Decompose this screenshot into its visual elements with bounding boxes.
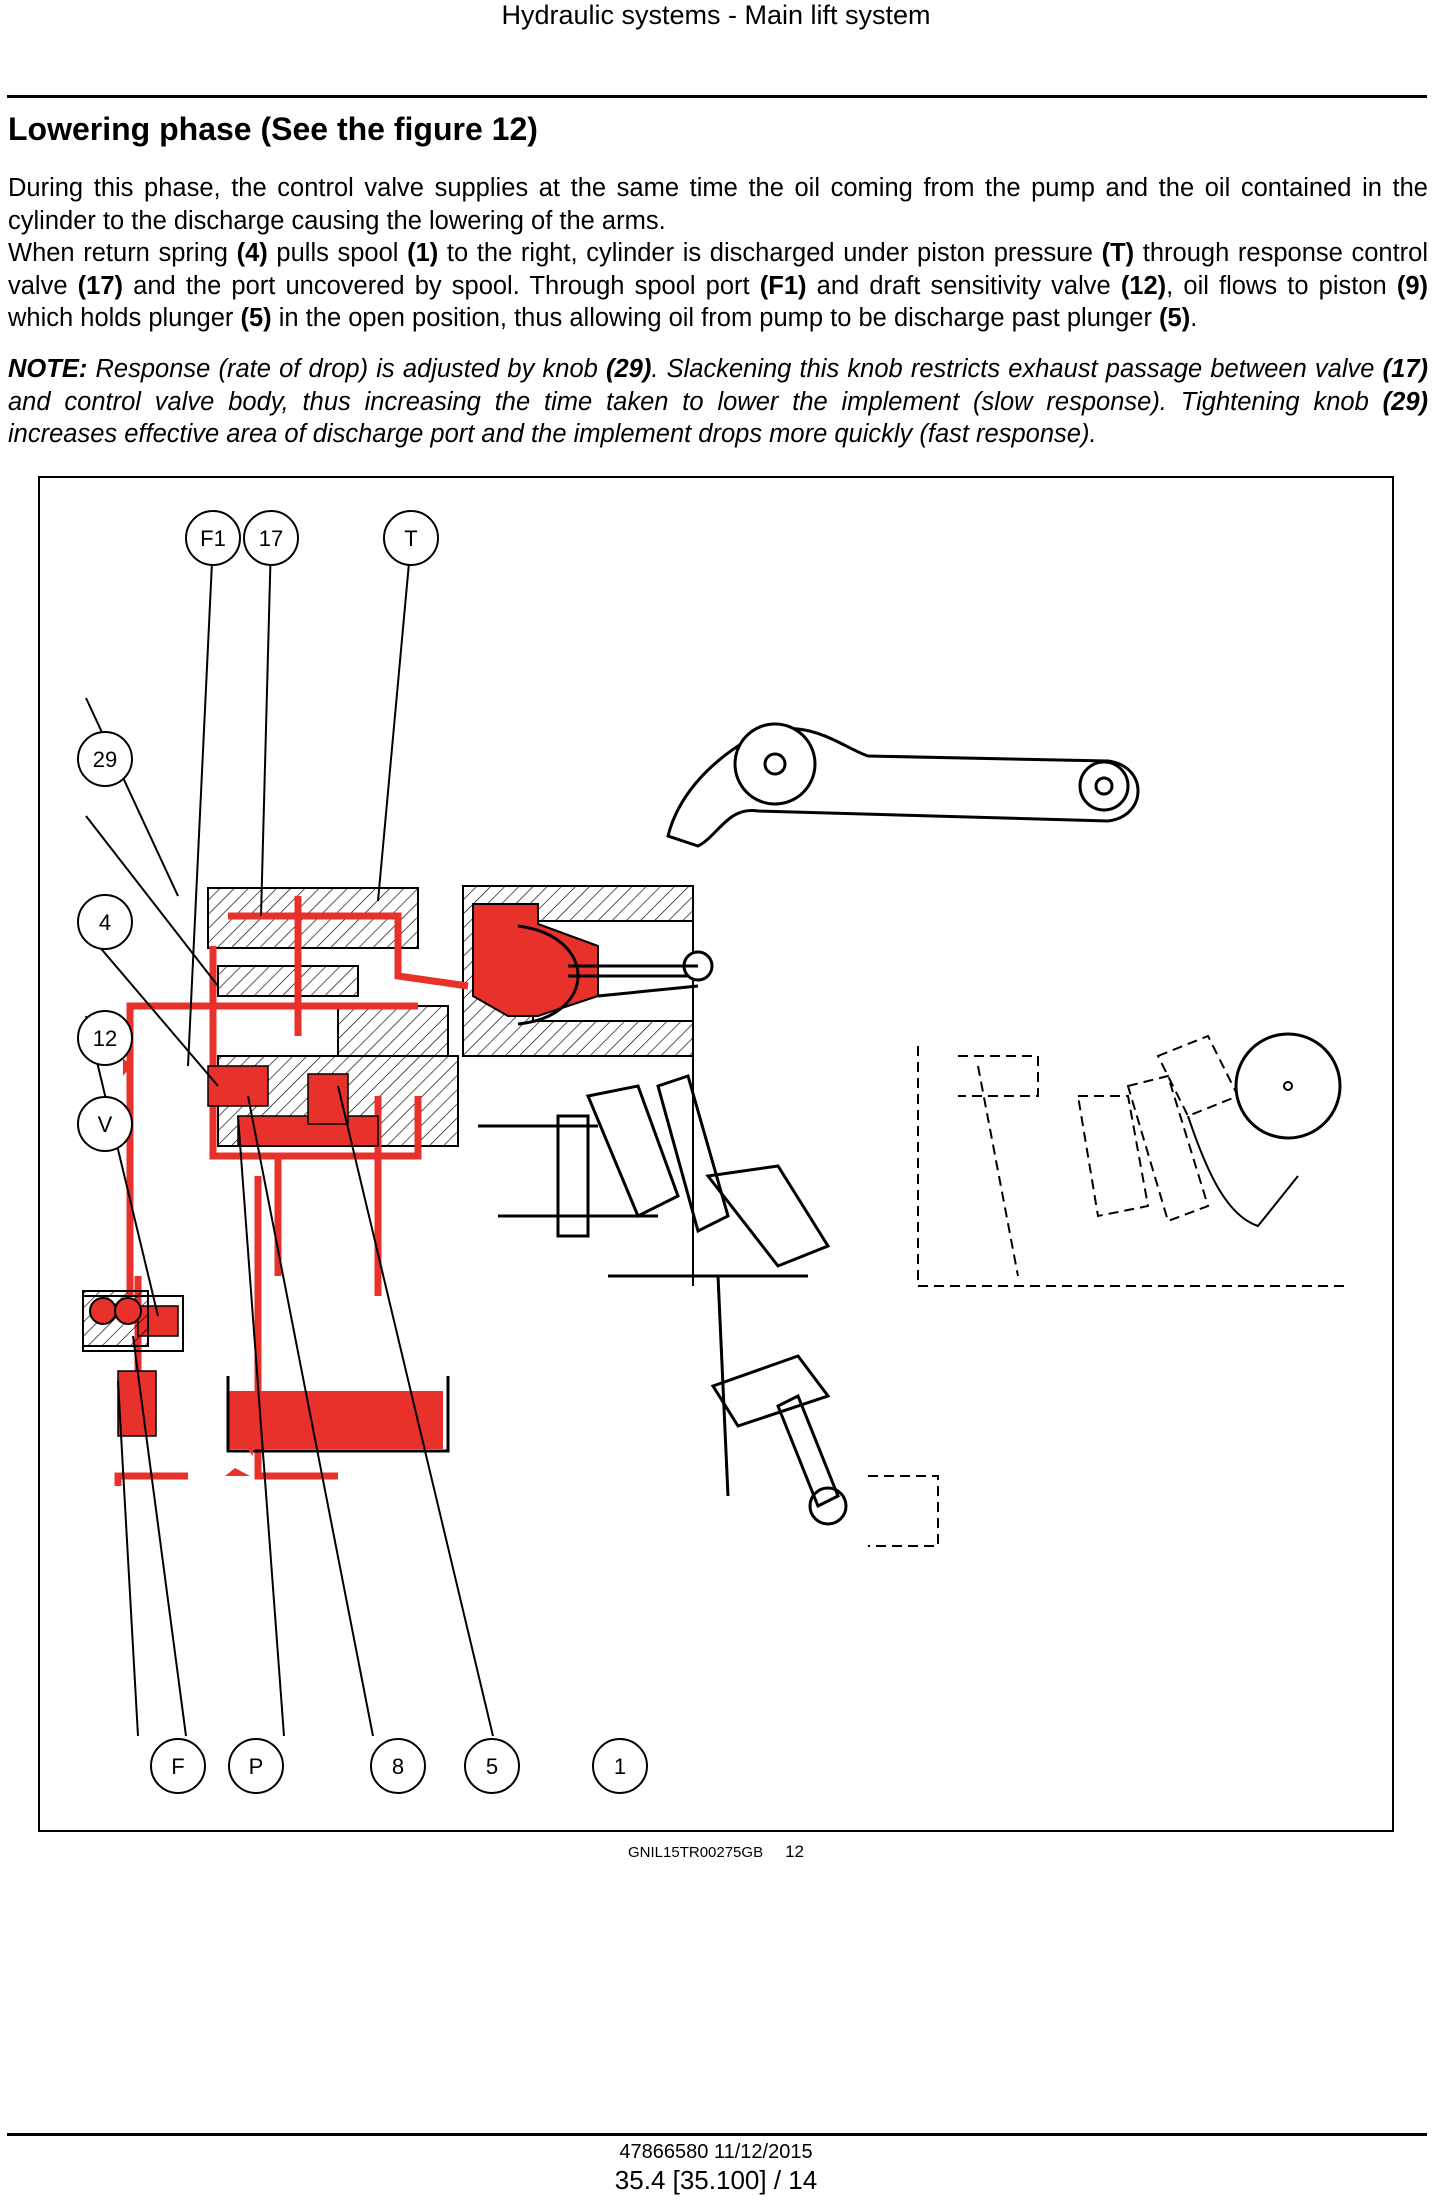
- svg-text:17: 17: [259, 526, 283, 551]
- callout-F1: F1: [185, 510, 241, 566]
- section-title: Lowering phase (See the figure 12): [8, 111, 538, 147]
- callout-V: V: [77, 1096, 133, 1152]
- svg-text:1: 1: [614, 1754, 626, 1779]
- footer-doc-number: 47866580 11/12/2015: [619, 2141, 813, 2163]
- implement-wheel: [1187, 1032, 1342, 1228]
- svg-text:V: V: [98, 1112, 113, 1137]
- callout-4: 4: [77, 894, 133, 950]
- svg-text:29: 29: [93, 747, 117, 772]
- svg-text:F1: F1: [200, 526, 226, 551]
- figure-caption: GNIL15TR00275GB 12: [0, 1842, 1432, 1862]
- figure-code: GNIL15TR00275GB: [628, 1844, 764, 1861]
- paragraph-intro-text: During this phase, the control valve sup…: [8, 174, 1428, 235]
- figure-number: 12: [785, 1842, 804, 1861]
- header-rule: [7, 95, 1427, 98]
- svg-text:T: T: [404, 526, 417, 551]
- paragraph-intro: During this phase, the control valve sup…: [8, 172, 1428, 237]
- oil-reservoir: [226, 1376, 450, 1453]
- lowering-phase-diagram: F1 17 T 29 4 12 V F P 8 5 1: [38, 476, 1394, 1832]
- svg-text:8: 8: [392, 1754, 404, 1779]
- figure-frame: [38, 476, 1394, 1832]
- callout-F: F: [150, 1738, 206, 1794]
- callout-P: P: [228, 1738, 284, 1794]
- footer-rule: [7, 2133, 1427, 2136]
- callout-1: 1: [592, 1738, 648, 1794]
- svg-text:F: F: [171, 1754, 184, 1779]
- callout-8: 8: [370, 1738, 426, 1794]
- callout-T: T: [383, 510, 439, 566]
- callout-leaders: [85, 540, 494, 1737]
- note-paragraph: NOTE: Response (rate of drop) is adjuste…: [8, 355, 1428, 448]
- flow-arrows: [123, 1058, 253, 1476]
- lift-cylinder: [462, 885, 698, 1286]
- svg-text:5: 5: [486, 1754, 498, 1779]
- callout-17: 17: [243, 510, 299, 566]
- lift-arm: [568, 722, 1140, 998]
- svg-text:P: P: [249, 1754, 264, 1779]
- paragraph-spring: When return spring (4) pulls spool (1) t…: [8, 239, 1429, 332]
- pump: [82, 1290, 184, 1352]
- svg-text:4: 4: [99, 910, 111, 935]
- running-title: Hydraulic systems - Main lift system: [501, 0, 931, 30]
- callout-29: 29: [77, 731, 133, 787]
- note-label: NOTE:: [8, 355, 88, 383]
- draft-linkage: [478, 1074, 848, 1526]
- svg-text:12: 12: [93, 1026, 117, 1051]
- callout-5: 5: [464, 1738, 520, 1794]
- callout-12: 12: [77, 1010, 133, 1066]
- footer-page-number: 35.4 [35.100] / 14: [614, 2165, 818, 2195]
